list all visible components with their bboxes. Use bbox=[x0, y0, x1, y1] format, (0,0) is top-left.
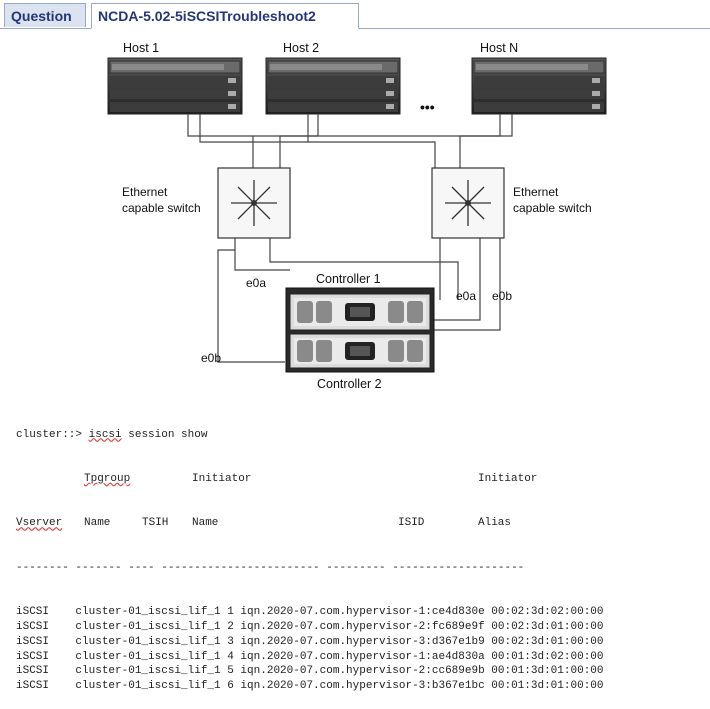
cli-output: cluster::> iscsi session show Tpgroup Ini… bbox=[16, 398, 706, 709]
controller-2-label: Controller 2 bbox=[317, 377, 382, 391]
header2-isid: ISID bbox=[398, 517, 425, 530]
port-c1-right-a-label: e0a bbox=[456, 289, 476, 303]
cli-header-row-2: Vserver Name TSIH Name ISID Alias bbox=[16, 516, 706, 531]
host-n-server bbox=[471, 57, 607, 115]
more-hosts-ellipsis: ••• bbox=[420, 99, 435, 115]
header1-tpgroup: Tpgroup bbox=[84, 472, 131, 485]
tab-bar: Question NCDA-5.02-5iSCSITroubleshoot2 bbox=[0, 0, 710, 29]
port-c2-left-label: e0b bbox=[201, 351, 221, 365]
controller-1-label: Controller 1 bbox=[316, 272, 381, 286]
host-2-server bbox=[265, 57, 401, 115]
host-2-label: Host 2 bbox=[283, 41, 319, 55]
cli-prompt: cluster::> bbox=[16, 428, 89, 441]
controller-chassis bbox=[285, 287, 435, 373]
port-c1-left-label: e0a bbox=[246, 276, 266, 290]
host-n-label: Host N bbox=[480, 41, 518, 55]
session-row: iSCSI cluster-01_iscsi_lif_1 4 iqn.2020-… bbox=[16, 650, 604, 663]
header2-alias: Alias bbox=[478, 517, 512, 530]
header2-name: Name bbox=[84, 517, 111, 530]
session-row: iSCSI cluster-01_iscsi_lif_1 6 iqn.2020-… bbox=[16, 680, 604, 693]
tab-ncda-iscsi-troubleshoot2[interactable]: NCDA-5.02-5iSCSITroubleshoot2 bbox=[91, 3, 359, 29]
cli-header-row-1: Tpgroup Initiator Initiator bbox=[16, 472, 706, 487]
header1-initiator-alias: Initiator bbox=[478, 472, 538, 485]
host-1-label: Host 1 bbox=[123, 41, 159, 55]
switch-right-label-2: capable switch bbox=[513, 201, 592, 215]
ethernet-switch-left bbox=[217, 167, 291, 239]
header2-tsih: TSIH bbox=[142, 517, 169, 530]
session-row: iSCSI cluster-01_iscsi_lif_1 2 iqn.2020-… bbox=[16, 620, 604, 633]
header2-vserver: Vserver bbox=[16, 517, 63, 530]
cli-command-line: cluster::> iscsi session show bbox=[16, 428, 706, 443]
switch-left-label-1: Ethernet bbox=[122, 185, 168, 199]
cli-session-rows: iSCSI cluster-01_iscsi_lif_1 1 iqn.2020-… bbox=[16, 605, 706, 694]
switch-right-label-1: Ethernet bbox=[513, 185, 559, 199]
network-diagram: Host 1 Host 2 Host N ••• bbox=[107, 41, 607, 391]
cli-separator: -------- ------- ---- ------------------… bbox=[16, 561, 525, 574]
session-row: iSCSI cluster-01_iscsi_lif_1 5 iqn.2020-… bbox=[16, 665, 604, 678]
switch-left-label-2: capable switch bbox=[122, 201, 201, 215]
cli-command-args: session show bbox=[121, 428, 208, 441]
header1-initiator: Initiator bbox=[192, 472, 252, 485]
ethernet-switch-right bbox=[431, 167, 505, 239]
header2-initiator-name: Name bbox=[192, 517, 219, 530]
session-row: iSCSI cluster-01_iscsi_lif_1 3 iqn.2020-… bbox=[16, 635, 604, 648]
port-c1-right-b-label: e0b bbox=[492, 289, 512, 303]
tab-question[interactable]: Question bbox=[4, 3, 86, 27]
network-cables bbox=[187, 114, 513, 363]
session-row: iSCSI cluster-01_iscsi_lif_1 1 iqn.2020-… bbox=[16, 606, 604, 619]
host-1-server bbox=[107, 57, 243, 115]
cli-command-keyword: iscsi bbox=[88, 428, 122, 441]
